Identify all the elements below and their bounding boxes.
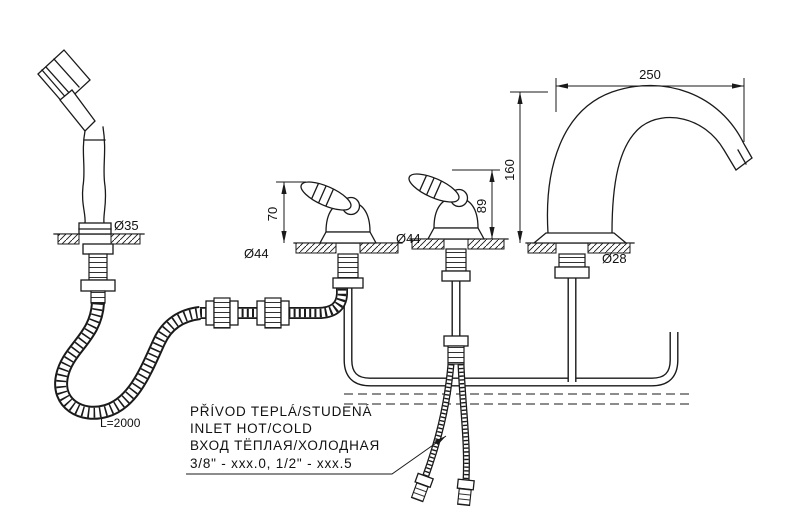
inlet-connector-right (456, 478, 475, 507)
label-dia44-left: Ø44 (244, 246, 269, 261)
label-dia44-right: Ø44 (396, 231, 421, 246)
center-lines (344, 393, 690, 405)
bath-spout (532, 84, 753, 279)
handle-left-lever (300, 181, 352, 211)
inlet-connector-left (410, 472, 435, 503)
inlet-note: PŘÍVOD TEPLÁ/STUDENÁ INLET HOT/COLD ВХОД… (186, 404, 447, 475)
hose-braided (200, 285, 348, 319)
label-hose-length: L=2000 (100, 416, 141, 430)
dim-89-label: 89 (474, 199, 489, 213)
handle-right-tail (441, 248, 471, 282)
spout-tail (554, 253, 590, 279)
inlet-flex-hoses (410, 363, 475, 507)
handle-left-tail (332, 253, 364, 289)
dim-89: 89 (452, 169, 500, 239)
hose-connector-b (256, 297, 290, 329)
inlet-note-line-ru: ВХОД ТЁПЛАЯ/ХОЛОДНАЯ (190, 438, 380, 453)
deck-handle-left (293, 242, 403, 254)
deck-shower (53, 233, 145, 245)
handle-right-nut (443, 335, 469, 365)
hand-shower (37, 49, 116, 304)
mixer-handle-left (300, 181, 378, 289)
inlet-note-line-spec: 3/8" - xxx.0, 1/2" - xxx.5 (190, 456, 352, 471)
dim-70: 70 (265, 181, 306, 243)
inlet-note-line-cs: PŘÍVOD TEPLÁ/STUDENÁ (190, 404, 372, 419)
shower-hose-coil (54, 302, 202, 420)
leader-arrow (186, 435, 447, 475)
inlet-note-line-en: INLET HOT/COLD (190, 421, 313, 436)
label-dia35: Ø35 (114, 218, 139, 233)
hose-connector-a (205, 297, 239, 329)
shower-tail (80, 243, 116, 304)
dim-160-label: 160 (502, 159, 517, 181)
deck-handle-right (409, 238, 509, 250)
dim-250-label: 250 (639, 67, 661, 82)
dim-70-label: 70 (265, 207, 280, 221)
dim-160: 160 (502, 91, 548, 243)
handle-right-lever (408, 173, 460, 203)
label-dia28: Ø28 (602, 251, 627, 266)
dim-250: 250 (555, 67, 745, 142)
mixer-handle-right (408, 173, 486, 282)
underdeck-pipe (343, 288, 679, 387)
